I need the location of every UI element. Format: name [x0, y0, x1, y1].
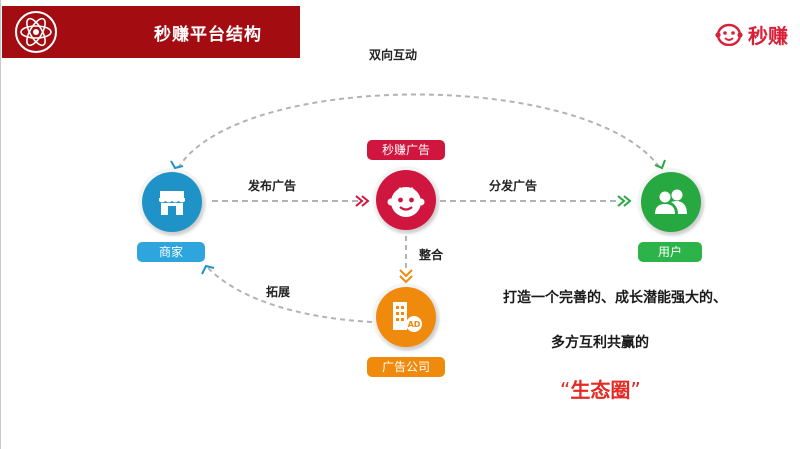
arc-arrow-left [170, 160, 184, 170]
expand-label: 拓展 [266, 285, 291, 299]
ecosystem-text: 生态圈 [570, 378, 631, 402]
distribute-label: 分发广告 [489, 179, 538, 193]
frame-border [0, 0, 1, 449]
merchant-node [142, 172, 202, 232]
platform-node [376, 170, 436, 230]
store-icon [159, 191, 185, 215]
robot-face-icon [387, 187, 425, 217]
brand-logo: 秒赚 [714, 20, 788, 48]
integrate-arrow [399, 269, 413, 284]
publish-arrow [355, 195, 370, 207]
expand-arrow [201, 264, 215, 275]
page-title: 秒赚平台结构 [154, 25, 262, 45]
platform-label: 秒赚广告 [367, 140, 445, 160]
tagline-line-1: 打造一个完善的、成长潜能强大的、 [503, 290, 727, 306]
tagline-line-2: 多方互利共赢的 [551, 335, 649, 351]
user-label: 用户 [638, 242, 702, 262]
building-ad-icon: AD [393, 302, 422, 332]
open-quote: “ [560, 378, 571, 402]
distribute-arrow [617, 195, 632, 207]
agency-node: AD [376, 287, 436, 347]
atom-icon [15, 11, 57, 53]
brand-face-icon [715, 23, 743, 46]
integrate-label: 整合 [419, 248, 444, 262]
arc-arrow-right [654, 159, 666, 170]
agency-label: 广告公司 [367, 357, 445, 377]
close-quote: ” [630, 378, 641, 402]
brand-name: 秒赚 [748, 23, 788, 48]
header-bar: 秒赚平台结构 [2, 6, 300, 58]
merchant-label: 商家 [137, 242, 205, 262]
user-node [641, 172, 701, 232]
users-icon [655, 189, 687, 214]
ecosystem-highlight: “生态圈” [560, 374, 641, 403]
publish-label: 发布广告 [248, 179, 297, 193]
two-way-label: 双向互动 [369, 48, 418, 62]
two-way-arc [177, 93, 661, 169]
svg-text:AD: AD [408, 320, 421, 329]
